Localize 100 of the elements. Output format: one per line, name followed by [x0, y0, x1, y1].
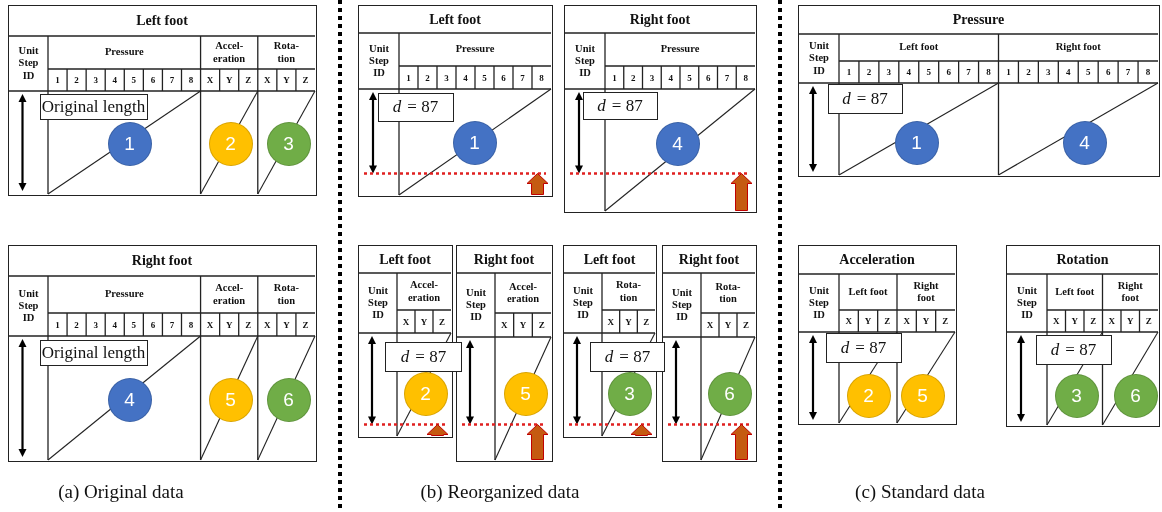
column-heading: Y: [283, 319, 290, 330]
column-heading: 5: [926, 67, 931, 77]
column-heading: Unit Step ID: [1016, 284, 1038, 322]
column-heading: Y: [225, 75, 233, 85]
column-heading: Right foot: [1116, 279, 1144, 305]
column-heading: 2: [1026, 67, 1031, 77]
numbered-circle: 5: [900, 373, 945, 418]
callout-label: d = 87: [827, 83, 903, 114]
data-table: [8, 5, 317, 196]
column-heading: Rota- tion: [272, 40, 300, 65]
column-heading: 4: [463, 72, 468, 83]
column-heading: X: [206, 75, 214, 85]
column-heading: 1: [612, 72, 617, 83]
column-heading: Unit Step ID: [17, 287, 40, 325]
column-heading: 4: [112, 75, 117, 85]
column-heading: Pressure: [455, 43, 495, 56]
column-heading: 1: [1006, 67, 1011, 77]
column-heading: 5: [482, 72, 487, 83]
column-heading: Z: [302, 319, 309, 330]
numbered-circle: 5: [208, 377, 253, 422]
column-heading: 8: [743, 72, 748, 83]
column-heading: 2: [74, 319, 79, 330]
column-heading: Z: [538, 320, 545, 330]
column-heading: Rota- tion: [714, 280, 742, 306]
column-heading: Right foot: [1055, 41, 1101, 54]
column-heading: Unit Step ID: [671, 286, 693, 324]
numbered-circle: 2: [208, 121, 253, 166]
column-heading: 6: [501, 72, 506, 83]
column-heading: 2: [866, 67, 872, 77]
data-table: [1006, 245, 1160, 427]
column-heading: Y: [922, 316, 930, 326]
column-heading: 7: [966, 67, 971, 77]
numbered-circle: 1: [107, 121, 152, 166]
column-heading: Left foot: [848, 285, 888, 299]
column-heading: Z: [643, 316, 650, 327]
data-table: [456, 245, 553, 462]
table-title: Rotation: [1056, 252, 1109, 268]
numbered-circle: 2: [403, 371, 448, 416]
column-heading: X: [706, 320, 714, 330]
table-title: Left foot: [583, 251, 636, 268]
column-heading: Z: [1145, 316, 1152, 326]
column-heading: X: [903, 316, 910, 326]
column-heading: Unit Step ID: [17, 45, 40, 82]
column-heading: 1: [846, 67, 852, 77]
numbered-circle: 5: [503, 371, 548, 416]
column-heading: 2: [74, 75, 79, 85]
column-heading: 4: [906, 67, 912, 77]
column-heading: 4: [668, 72, 673, 83]
column-heading: 8: [1145, 67, 1151, 77]
column-heading: Z: [743, 320, 749, 330]
callout-label: d = 87: [1035, 334, 1112, 365]
column-heading: 4: [1066, 67, 1071, 77]
column-heading: Z: [439, 316, 445, 327]
column-heading: Accel- eration: [212, 40, 247, 65]
column-heading: Unit Step ID: [808, 284, 830, 322]
column-heading: Right foot: [912, 279, 940, 305]
column-heading: Left foot: [899, 41, 939, 54]
table-title: Acceleration: [839, 252, 915, 268]
data-table: [798, 245, 957, 425]
column-heading: Y: [225, 319, 233, 330]
numbered-circle: 3: [607, 371, 652, 416]
column-heading: 7: [169, 319, 175, 330]
numbered-circle: 3: [266, 121, 311, 166]
figure-caption: (b) Reorganized data: [420, 481, 580, 503]
column-heading: 6: [150, 319, 156, 330]
numbered-circle: 4: [1062, 120, 1107, 165]
data-table: [563, 245, 657, 438]
numbered-circle: 6: [707, 371, 752, 416]
column-heading: 6: [1105, 67, 1111, 77]
column-heading: 6: [946, 67, 951, 77]
column-heading: Y: [420, 316, 428, 327]
table-title: Left foot: [429, 11, 481, 28]
callout-label: d = 87: [825, 332, 902, 363]
numbered-circle: 1: [452, 120, 497, 165]
numbered-circle: 1: [894, 120, 939, 165]
callout-label: d = 87: [377, 92, 454, 122]
callout-label: d = 87: [582, 91, 658, 120]
column-heading: X: [264, 319, 271, 330]
column-heading: 1: [55, 75, 60, 85]
column-heading: Y: [864, 316, 872, 326]
callout-label: d = 87: [385, 342, 462, 372]
table-title: Right foot: [678, 251, 740, 268]
column-heading: Unit Step ID: [574, 42, 596, 80]
column-heading: X: [845, 316, 852, 326]
column-heading: Z: [245, 319, 252, 330]
column-heading: Z: [942, 316, 949, 326]
column-heading: Unit Step ID: [368, 42, 390, 80]
data-table: [798, 5, 1160, 177]
column-heading: 6: [150, 75, 156, 85]
column-heading: Y: [625, 316, 632, 327]
data-table: [358, 245, 453, 438]
column-heading: Accel- eration: [212, 282, 247, 307]
numbered-circle: 2: [846, 373, 891, 418]
column-heading: Accel- eration: [505, 280, 541, 306]
column-heading: Z: [1090, 316, 1097, 326]
table-title: Right foot: [629, 11, 691, 28]
column-heading: 8: [539, 72, 544, 83]
column-heading: 7: [724, 72, 730, 83]
column-heading: X: [206, 319, 214, 330]
column-heading: Y: [1127, 316, 1134, 326]
